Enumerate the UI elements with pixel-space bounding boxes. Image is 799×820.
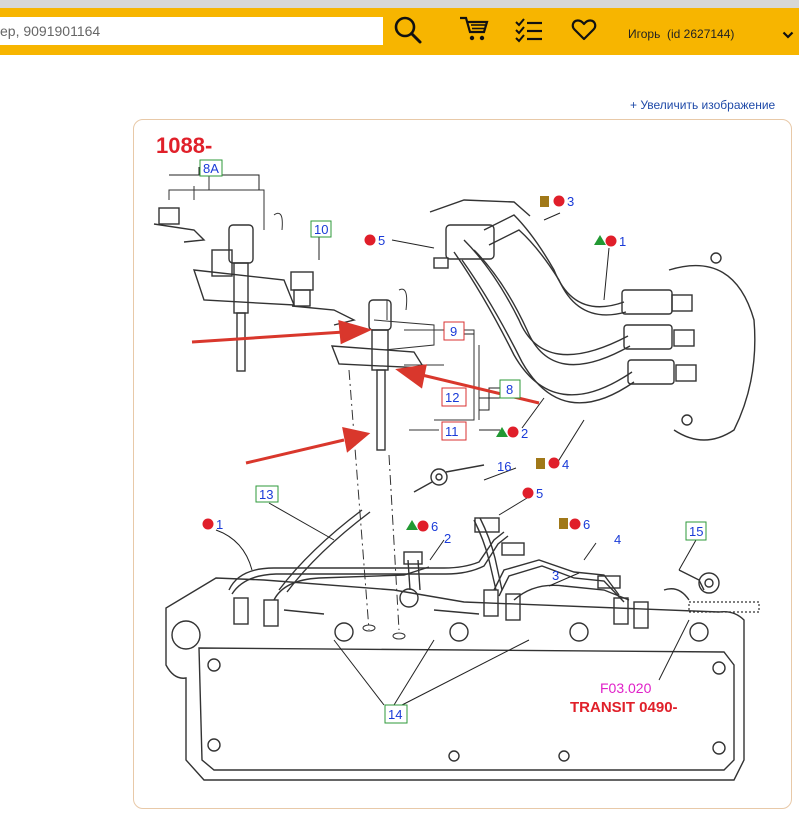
red-arrows	[191, 319, 540, 465]
callout-16: 16	[497, 459, 511, 474]
chevron-down-icon[interactable]	[782, 30, 794, 40]
callout-6b: 6	[583, 517, 590, 532]
callout-3: 3	[567, 194, 574, 209]
fuel-pipes-upper	[429, 199, 635, 404]
callout-4b: 4	[614, 532, 621, 547]
banjo-bolt-16	[413, 464, 485, 493]
callout-5: 5	[378, 233, 385, 248]
search-input[interactable]	[0, 17, 383, 45]
callout-4: 4	[562, 457, 569, 472]
header-bar: Игорь (id 2627144)	[0, 8, 799, 55]
model-label: TRANSIT 0490-	[570, 699, 678, 716]
callout-8a: 8A	[203, 161, 219, 176]
callout-12: 12	[445, 390, 459, 405]
callout-11: 11	[445, 424, 459, 439]
engine-block	[165, 577, 745, 781]
diagram-frame: 1088-	[133, 119, 792, 809]
symbol-callouts: 3 5 1 2 4 16 5 6 6 1 2 3 4 7	[202, 194, 626, 583]
callout-13: 13	[259, 487, 273, 502]
red-callouts: 9 12 11	[441, 321, 467, 441]
callout-3b: 3	[552, 568, 559, 583]
callout-10: 10	[314, 222, 328, 237]
callout-8: 8	[506, 382, 513, 397]
injector-main	[193, 186, 480, 631]
callout-9: 9	[450, 324, 457, 339]
list-check-icon[interactable]	[514, 17, 544, 43]
callout-1b: 1	[216, 517, 223, 532]
callout-15: 15	[689, 524, 703, 539]
callout-14: 14	[388, 707, 402, 722]
search-icon[interactable]	[392, 14, 426, 48]
reference-code: F03.020	[600, 680, 652, 696]
callout-2: 2	[521, 426, 528, 441]
fuel-injection-diagram[interactable]: 1088-	[134, 120, 792, 809]
user-menu-label[interactable]: Игорь (id 2627144)	[628, 27, 735, 41]
callout-2b: 2	[444, 531, 451, 546]
callout-5b: 5	[536, 486, 543, 501]
callout-1: 1	[619, 234, 626, 249]
cart-icon[interactable]	[458, 14, 490, 44]
injection-pump	[621, 252, 756, 441]
top-strip	[0, 0, 799, 8]
diagram-code: 1088-	[156, 133, 212, 158]
green-callouts: 8A 10 8 13 15 14	[199, 159, 707, 724]
enlarge-image-link[interactable]: + Увеличить изображение	[630, 98, 776, 112]
leader-lines	[169, 167, 697, 706]
fuel-pipes-lower	[228, 509, 760, 629]
callout-6a: 6	[431, 519, 438, 534]
heart-icon[interactable]	[571, 18, 597, 42]
